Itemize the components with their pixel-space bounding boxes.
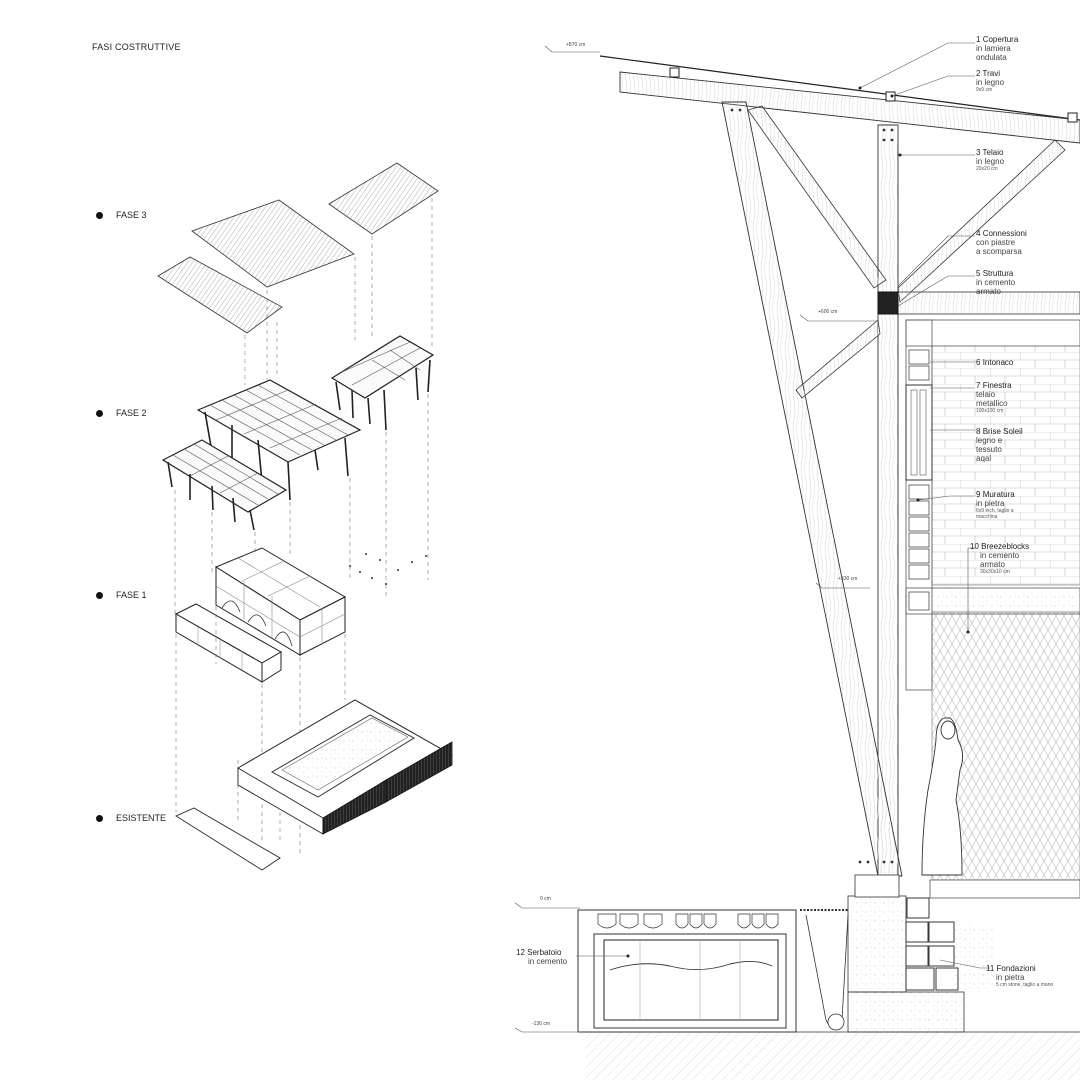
phase-guides-3: [244, 198, 433, 385]
callout-8-brise-soleil: 8 Brise Soleil legno e tessuto aqal: [976, 427, 1023, 463]
callout-9-muratura: 9 Muratura in pietra 6x9 inch, taglio a …: [976, 490, 1015, 520]
phase-bullet: [96, 814, 103, 822]
stone-wall: [931, 344, 1080, 586]
level-label: +330 cm: [838, 576, 858, 582]
callout-1-copertura: 1 Copertura in lamiera ondulata: [976, 35, 1019, 62]
phase-label: ESISTENTE: [116, 813, 167, 823]
callout-10-breezeblocks: 10 Breezeblocks in cemento armato 30x30x…: [970, 542, 1030, 575]
phase-item-fase1: FASE 1: [96, 590, 147, 600]
existing-building: [175, 699, 453, 871]
leader-lines: [576, 42, 990, 969]
callout-11-fondazioni: 11 Fondazioni in pietra 5 cm stone, tagl…: [986, 964, 1054, 988]
fase1-volumes: [174, 547, 347, 683]
callout-12-serbatoio: 12 Serbatoio in cemento: [516, 948, 568, 966]
drawing-title: FASI COSTRUTTIVE: [92, 42, 181, 52]
guide-dots: [349, 553, 427, 585]
section-drawing: [514, 42, 1080, 1080]
level-label: +870 cm: [566, 42, 586, 48]
phase-label: FASE 2: [116, 408, 147, 418]
phase-item-fase2: FASE 2: [96, 408, 147, 418]
phase-guides-2: [174, 394, 429, 615]
axonometric-phases: [157, 162, 453, 871]
level-label: -130 cm: [532, 1021, 551, 1027]
phase-item-fase3: FASE 3: [96, 210, 147, 220]
human-figure: [921, 717, 963, 876]
roof-sheet: [599, 55, 1080, 121]
phase-item-esistente: ESISTENTE: [96, 813, 166, 823]
phase-label: FASE 1: [116, 590, 147, 600]
fase3-roof-panels: [157, 162, 439, 334]
ground-hatch: [585, 1032, 1080, 1080]
phase-label: FASE 3: [116, 210, 147, 220]
callout-7-finestra: 7 Finestra telaio metallico 100x100 cm: [976, 381, 1012, 414]
callout-2-travi: 2 Travi in legno 9x9 cm: [976, 69, 1005, 93]
level-label: +600 cm: [818, 309, 838, 315]
water-tank: [577, 909, 849, 1033]
callout-6-intonaco: 6 Intonaco: [976, 358, 1014, 367]
level-label: 0 cm: [540, 896, 551, 902]
callout-5-struttura: 5 Struttura in cemento armato: [976, 269, 1016, 296]
fase2-frames: [161, 335, 435, 531]
callout-3-telaio: 3 Telaio in legno 20x20 cm: [976, 148, 1005, 172]
phase-bullet: [96, 211, 103, 219]
phase-bullet: [96, 409, 103, 417]
timber-frame: [599, 55, 1080, 898]
level-markers: [514, 45, 878, 1033]
callout-4-connessioni: 4 Connessioni con piastre a scomparsa: [976, 229, 1027, 256]
phase-bullet: [96, 591, 103, 599]
